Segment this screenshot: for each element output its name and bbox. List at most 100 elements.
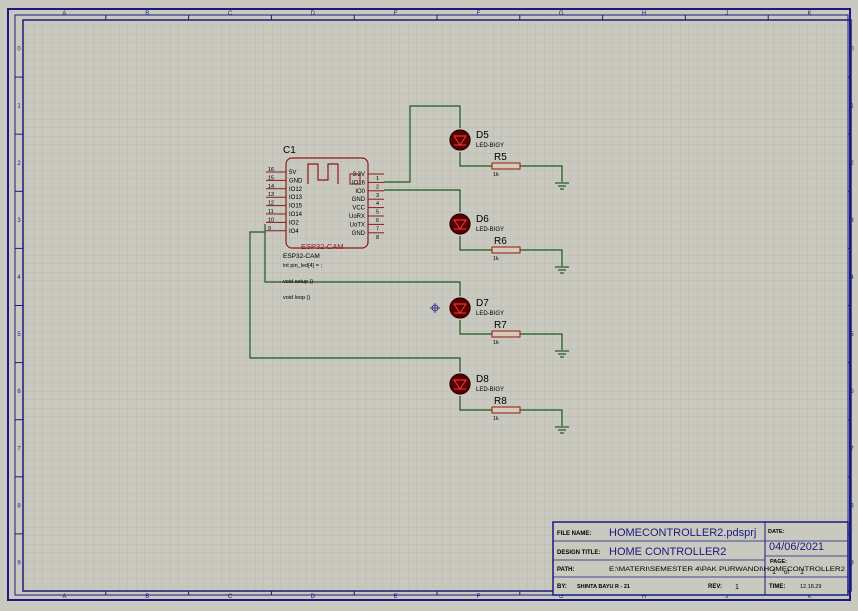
- time-label: TIME:: [769, 584, 785, 590]
- column-label: K: [808, 11, 812, 17]
- resistor-ref-label: R6: [494, 236, 507, 247]
- led-body-icon: [449, 373, 471, 395]
- resistor-ref-label: R7: [494, 320, 507, 331]
- mcu-antenna-icon: [307, 163, 339, 184]
- title-block: FILE NAME: HOMECONTROLLER2.pdsprj DATE: …: [552, 521, 849, 596]
- mcu-pin-name: IO15: [289, 204, 303, 210]
- column-label: G: [559, 11, 564, 17]
- resistor-group[interactable]: R7 1k: [491, 320, 521, 346]
- led-type-label: LED-BIGY: [476, 311, 504, 317]
- row-label: 9: [17, 560, 21, 566]
- date-label: DATE:: [768, 529, 785, 535]
- mcu-chip-icon: [349, 173, 361, 185]
- row-label: 2: [17, 161, 21, 167]
- row-label: 7: [17, 446, 21, 452]
- mcu-value-label: ESP32-CAM: [283, 253, 320, 260]
- rev-label: REV:: [708, 584, 722, 590]
- row-label: 5: [17, 332, 21, 338]
- led-type-label: LED-BIGY: [476, 143, 504, 149]
- row-label: 1: [850, 104, 854, 110]
- wire-d5-r5: [459, 152, 492, 167]
- column-label: C: [228, 11, 233, 17]
- path-value: E:\MATERI\SEMESTER 4\PAK PURWANDI\HOMECO…: [609, 566, 845, 573]
- mcu-pin-number: 2: [376, 184, 379, 190]
- mcu-pin-number: 16: [268, 167, 274, 173]
- mcu-pin-name: 5V: [289, 170, 296, 176]
- column-label: H: [642, 594, 646, 600]
- page-of: of: [784, 570, 789, 576]
- mcu-pin-number: 12: [268, 201, 274, 207]
- mcu-pin-name: UoRX: [349, 214, 365, 220]
- cursor-crosshair-icon: [430, 303, 440, 313]
- mcu-pin-number: 13: [268, 192, 274, 198]
- column-label: B: [145, 594, 149, 600]
- file-name-label: FILE NAME:: [557, 531, 591, 537]
- mcu-pin-number: 11: [268, 209, 274, 215]
- mcu-pin-name: IO0: [355, 189, 365, 195]
- date-value: 04/06/2021: [769, 541, 824, 553]
- column-label: E: [394, 594, 398, 600]
- row-label: 0: [850, 47, 854, 53]
- led-diode-icon: [453, 303, 467, 314]
- mcu-pin-name: IO2: [289, 220, 299, 226]
- resistor-body-icon: [491, 330, 521, 338]
- resistor-ref-label: R5: [494, 152, 507, 163]
- column-label: H: [642, 11, 646, 17]
- column-label: J: [725, 11, 728, 17]
- wires: [249, 105, 563, 426]
- mcu-pin-name: VCC: [352, 206, 365, 212]
- row-label: 6: [850, 389, 854, 395]
- resistor-ref-label: R8: [494, 396, 507, 407]
- column-label: F: [477, 594, 481, 600]
- resistor-body-icon: [491, 246, 521, 254]
- ground-symbols: [555, 182, 569, 434]
- mcu-pin-name: IO12: [289, 187, 303, 193]
- row-label: 3: [17, 218, 21, 224]
- led-diode-icon: [453, 379, 467, 390]
- design-title-label: DESIGN TITLE:: [557, 550, 600, 556]
- ground-symbol: [555, 266, 569, 274]
- mcu-code-line: int pin_led[4] = ;: [283, 263, 322, 269]
- esp32-cam-component[interactable]: C1 ESP32-CAM ESP32-CAM int pin_led[4] = …: [266, 145, 384, 301]
- row-label: 0: [17, 47, 21, 53]
- resistor-value-label: 1k: [493, 340, 499, 346]
- wire-r7-gnd: [520, 333, 563, 350]
- mcu-pin-name: IO16: [352, 180, 366, 186]
- mcu-code-line: void loop (): [283, 295, 310, 301]
- design-title-value: HOME CONTROLLER2: [609, 546, 726, 558]
- wire-r6-gnd: [520, 249, 563, 266]
- led-type-label: LED-BIGY: [476, 227, 504, 233]
- row-label: 4: [17, 275, 21, 281]
- mcu-pin-number: 15: [268, 175, 274, 181]
- led-ref-label: D7: [476, 298, 489, 309]
- mcu-pin-name: IO14: [289, 212, 303, 218]
- row-label: 7: [850, 446, 854, 452]
- led-body-icon: [449, 297, 471, 319]
- mcu-pin-name: IO13: [289, 195, 303, 201]
- led-ref-label: D6: [476, 214, 489, 225]
- wire-io2-d7: [264, 224, 461, 296]
- wire-io16-d5: [384, 105, 461, 183]
- page-num: 1: [772, 569, 776, 576]
- mcu-pin-number: 14: [268, 184, 274, 190]
- rev-value: 1: [735, 584, 739, 591]
- column-label: J: [725, 594, 728, 600]
- column-label: A: [62, 11, 66, 17]
- wire-r8-gnd: [520, 409, 563, 426]
- mcu-pin-name: GND: [352, 197, 366, 203]
- mcu-pin-number: 5: [376, 210, 379, 216]
- wire-r5-gnd: [520, 165, 563, 182]
- file-name-value: HOMECONTROLLER2.pdsprj: [609, 527, 756, 539]
- mcu-pin-name: IO4: [289, 229, 299, 235]
- mcu-body: [285, 157, 369, 249]
